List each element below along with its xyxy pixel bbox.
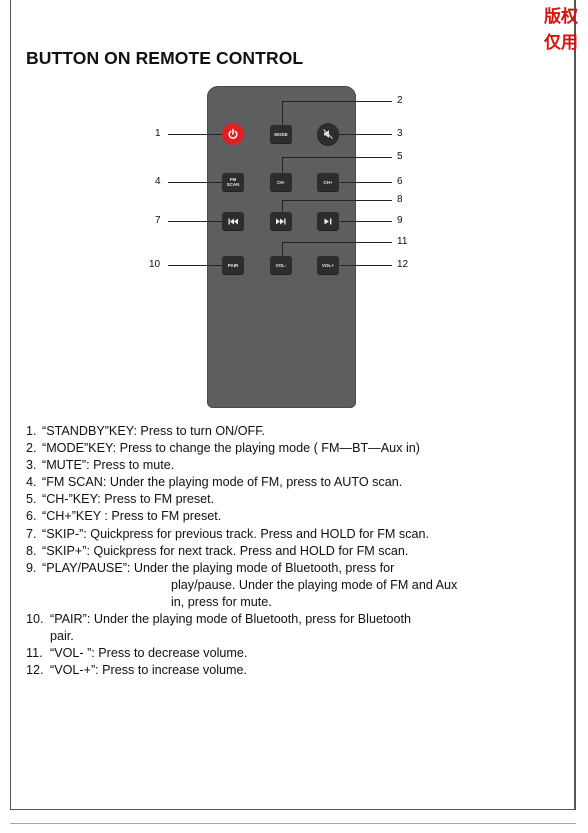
item-text: “FM SCAN: Under the playing mode of FM, … <box>42 475 403 490</box>
callout-line-8 <box>282 200 392 201</box>
item-text: “SKIP+”: Quickpress for next track. Pres… <box>42 543 409 558</box>
item-number: 6. <box>26 509 37 524</box>
item-text: “MODE”KEY: Press to change the playing m… <box>42 441 420 456</box>
play-pause-button <box>317 212 339 230</box>
vol-plus-button: VOL+ <box>317 256 339 274</box>
list-item: 1. “STANDBY”KEY: Press to turn ON/OFF. <box>26 423 566 440</box>
mute-icon <box>323 129 333 139</box>
callout-number-9: 9 <box>397 215 403 226</box>
watermark-line-2: 仅用 <box>544 33 578 53</box>
callout-line-2-vertical <box>282 101 283 125</box>
callout-line-5-vertical <box>282 157 283 173</box>
mute-button <box>317 123 339 145</box>
callout-number-7: 7 <box>155 215 161 226</box>
callout-line-4 <box>168 182 222 183</box>
callout-line-11 <box>282 242 392 243</box>
page-title: BUTTON ON REMOTE CONTROL <box>26 48 304 68</box>
callout-line-6 <box>340 182 392 183</box>
vol-minus-button: VOL- <box>270 256 292 274</box>
list-item-continuation: play/pause. Under the playing mode of FM… <box>26 577 566 594</box>
callout-line-11-vertical <box>282 242 283 256</box>
list-item: 2. “MODE”KEY: Press to change the playing… <box>26 440 566 457</box>
callout-number-2: 2 <box>397 95 403 106</box>
next-track-icon <box>276 218 286 224</box>
item-text: “STANDBY”KEY: Press to turn ON/OFF. <box>42 424 266 438</box>
list-item-continuation: pair. <box>26 628 566 645</box>
callout-line-12 <box>340 265 392 266</box>
watermark: 版权 仅用 <box>544 4 578 56</box>
remote-control-illustration: MODE FM SCAN CH- CH+ PAIR VOL- VOL+ <box>207 86 356 408</box>
fm-scan-button: FM SCAN <box>222 173 244 191</box>
item-text: pair. <box>50 629 74 644</box>
callout-number-10: 10 <box>149 259 161 270</box>
ch-plus-button: CH+ <box>317 173 339 191</box>
callout-line-2 <box>282 101 392 102</box>
callout-number-4: 4 <box>155 176 161 187</box>
list-item: 5. “CH-”KEY: Press to FM preset. <box>26 491 566 508</box>
item-number: 4. <box>26 475 37 490</box>
item-number: 10. <box>26 612 44 627</box>
play-pause-icon <box>324 218 332 224</box>
item-text: in, press for mute. <box>171 594 272 609</box>
item-number: 9. <box>26 560 37 575</box>
footer-rule <box>10 823 576 824</box>
item-number: 7. <box>26 526 37 541</box>
callout-line-5 <box>282 157 392 158</box>
callout-line-9 <box>340 221 392 222</box>
callout-line-7 <box>168 221 222 222</box>
callout-number-3: 3 <box>397 128 403 139</box>
callout-number-1: 1 <box>155 128 161 139</box>
item-text: “PAIR”: Under the playing mode of Blueto… <box>50 612 411 627</box>
list-item: 12. “VOL-+”: Press to increase volume. <box>26 662 566 679</box>
item-text: “MUTE”: Press to mute. <box>42 458 175 473</box>
callout-number-11: 11 <box>397 236 408 247</box>
item-text: “CH-”KEY: Press to FM preset. <box>42 492 215 507</box>
item-number: 12. <box>26 663 44 678</box>
item-number: 8. <box>26 543 37 558</box>
button-description-list: 1. “STANDBY”KEY: Press to turn ON/OFF. 2.… <box>26 423 566 679</box>
watermark-line-1: 版权 <box>544 7 578 27</box>
callout-line-10 <box>168 265 222 266</box>
skip-minus-button <box>222 212 244 230</box>
list-item: 11. “VOL- ”: Press to decrease volume. <box>26 645 566 662</box>
callout-line-1 <box>168 134 222 135</box>
list-item: 8. “SKIP+”: Quickpress for next track. Pr… <box>26 543 566 560</box>
page-border-left <box>10 0 11 810</box>
list-item: 3. “MUTE”: Press to mute. <box>26 457 566 474</box>
callout-line-8-vertical <box>282 200 283 212</box>
page-border-bottom <box>10 809 576 810</box>
previous-track-icon <box>228 218 238 224</box>
item-text: play/pause. Under the playing mode of FM… <box>171 577 458 592</box>
ch-minus-button: CH- <box>270 173 292 191</box>
item-number: 2. <box>26 441 37 456</box>
callout-number-12: 12 <box>397 259 409 270</box>
item-text: “PLAY/PAUSE”: Under the playing mode of … <box>42 560 395 575</box>
callout-line-3 <box>339 134 392 135</box>
list-item-continuation: in, press for mute. <box>26 594 566 611</box>
mode-button: MODE <box>270 125 292 143</box>
skip-plus-button <box>270 212 292 230</box>
item-number: 3. <box>26 458 37 473</box>
page-border-right <box>574 0 576 810</box>
list-item: 4. “FM SCAN: Under the playing mode of FM… <box>26 474 566 491</box>
item-number: 5. <box>26 492 37 507</box>
item-text: “CH+”KEY : Press to FM preset. <box>42 509 222 524</box>
list-item: 9. “PLAY/PAUSE”: Under the playing mode o… <box>26 560 566 577</box>
power-icon <box>228 128 238 139</box>
list-item: 6. “CH+”KEY : Press to FM preset. <box>26 508 566 525</box>
list-item: 10. “PAIR”: Under the playing mode of Blu… <box>26 611 566 628</box>
list-item: 7. “SKIP-”: Quickpress for previous track… <box>26 526 566 543</box>
standby-button <box>222 123 244 145</box>
item-number: 1. <box>26 424 37 438</box>
item-text: “SKIP-”: Quickpress for previous track. … <box>42 526 430 541</box>
callout-number-6: 6 <box>397 176 403 187</box>
callout-number-8: 8 <box>397 194 403 205</box>
item-number: 11. <box>26 646 43 661</box>
pair-button: PAIR <box>222 256 244 274</box>
item-text: “VOL- ”: Press to decrease volume. <box>50 646 248 661</box>
callout-number-5: 5 <box>397 151 403 162</box>
item-text: “VOL-+”: Press to increase volume. <box>50 663 248 678</box>
